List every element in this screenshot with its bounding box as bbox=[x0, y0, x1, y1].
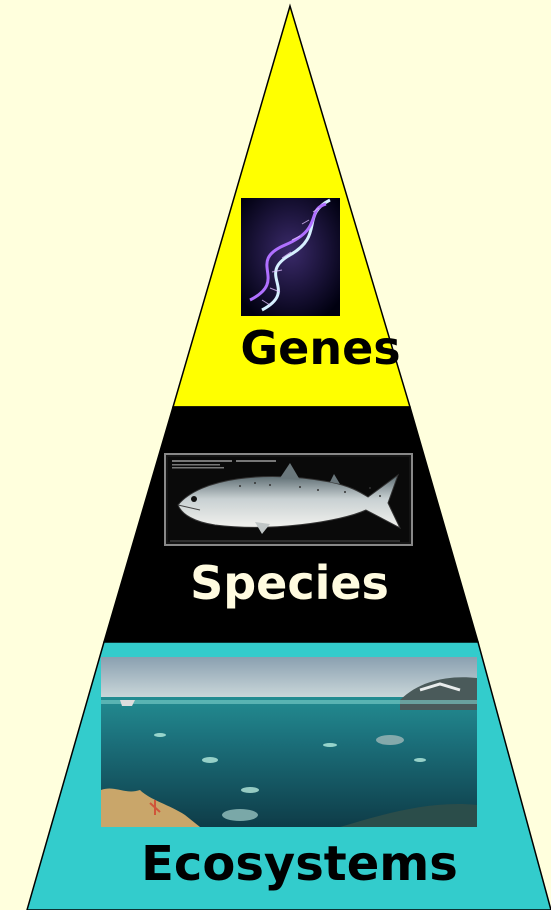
dna-image bbox=[241, 198, 340, 316]
salmon-image bbox=[165, 454, 412, 545]
ocean-ecosystem-image bbox=[101, 657, 477, 827]
ecosystems-label: Ecosystems bbox=[24, 840, 551, 888]
species-label: Species bbox=[14, 560, 551, 606]
genes-label: Genes bbox=[45, 325, 551, 371]
